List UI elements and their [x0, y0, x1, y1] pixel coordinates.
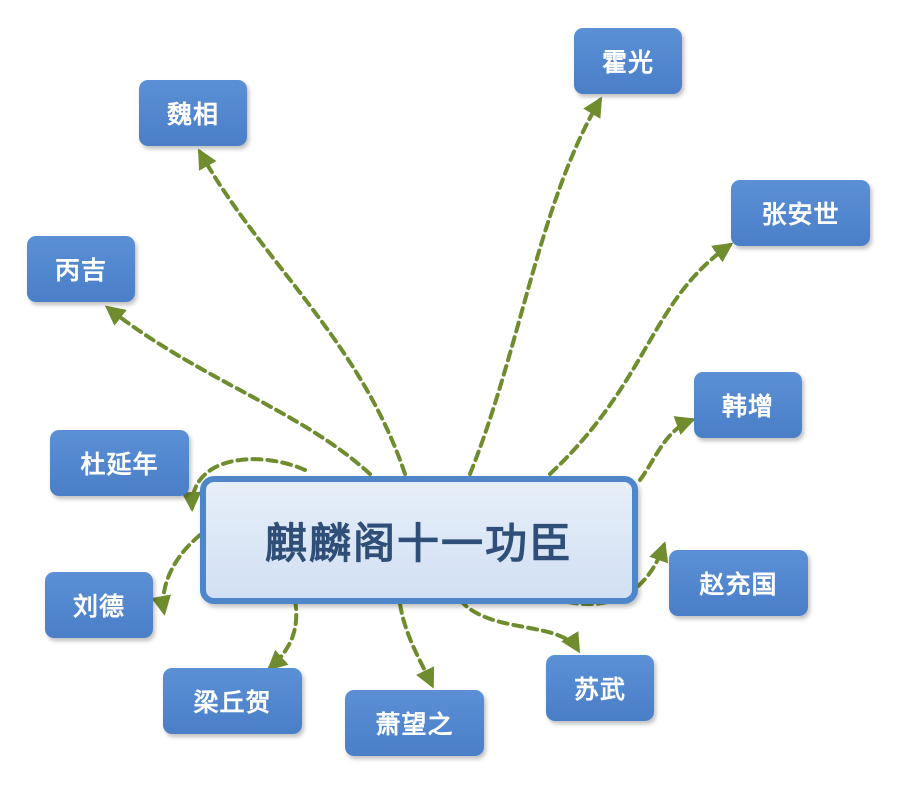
node-xiao-wangzhi: 萧望之 — [345, 690, 484, 756]
node-zhao-chongguo: 赵充国 — [669, 550, 808, 616]
node-bing-ji: 丙吉 — [27, 236, 135, 302]
node-zhang-anshi: 张安世 — [731, 180, 870, 246]
arrow-to-bing-ji — [104, 305, 372, 476]
node-huo-guang: 霍光 — [574, 28, 682, 94]
node-liang-qiuhe: 梁丘贺 — [163, 668, 302, 734]
center-node: 麒麟阁十一功臣 — [200, 476, 638, 604]
node-liu-de: 刘德 — [45, 572, 153, 638]
node-su-wu: 苏武 — [546, 655, 654, 721]
arrow-to-su-wu — [458, 598, 581, 654]
arrow-to-xiao-wangzhi — [398, 602, 435, 689]
node-han-zeng: 韩增 — [694, 372, 802, 438]
arrow-to-huo-guang — [468, 96, 603, 476]
arrow-to-du-yannian — [181, 457, 307, 512]
arrow-to-liu-de — [151, 533, 202, 616]
arrow-to-han-zeng — [638, 416, 696, 482]
arrow-to-wei-xiang — [198, 148, 407, 476]
node-du-yannian: 杜延年 — [50, 430, 189, 496]
node-wei-xiang: 魏相 — [139, 80, 247, 146]
arrow-to-zhang-anshi — [548, 242, 734, 476]
arrow-to-liang-qiuhe — [267, 598, 299, 671]
